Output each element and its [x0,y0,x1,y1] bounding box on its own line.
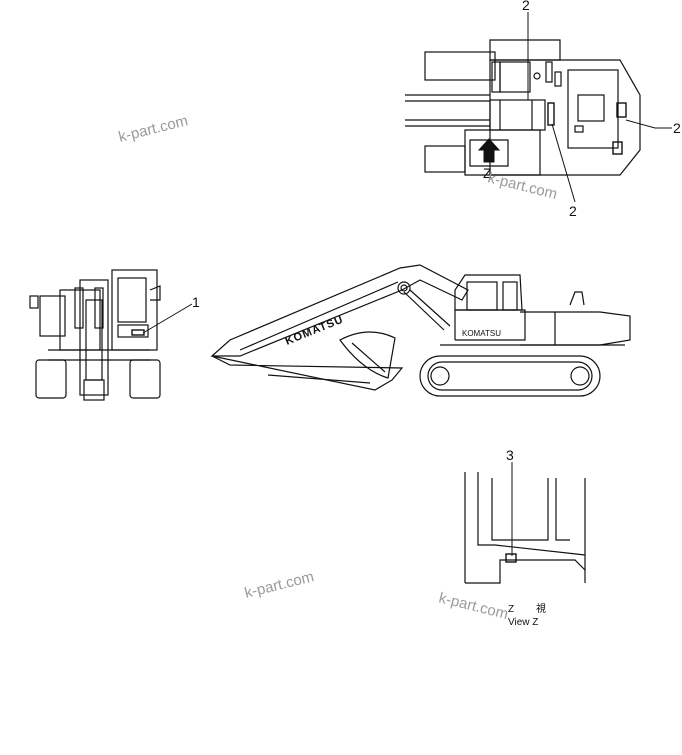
callout-right: 2 [673,120,681,136]
view-arrow-icon [477,138,501,163]
arrow-label: Z [483,165,492,181]
boom-brand-text: KOMATSU [284,314,346,348]
top-view [405,39,641,176]
watermark: k-part.com [437,589,510,623]
side-view [210,264,631,397]
cab-brand-text: KOMATSU [462,329,501,338]
callout-cab: 3 [506,447,514,463]
top-view-leaders [527,12,672,203]
watermark: k-part.com [117,112,190,146]
view-caption-letter: Z [508,604,514,615]
callout-front: 1 [192,294,200,310]
front-leader [142,303,193,334]
watermark: k-part.com [243,568,316,602]
callout-top-a: 2 [522,0,530,13]
callout-top-b: 2 [569,203,577,219]
front-view [29,269,161,401]
cab-detail-view [464,472,586,584]
view-caption-text: View Z [508,617,538,628]
view-caption-kanji: 視 [536,602,546,615]
